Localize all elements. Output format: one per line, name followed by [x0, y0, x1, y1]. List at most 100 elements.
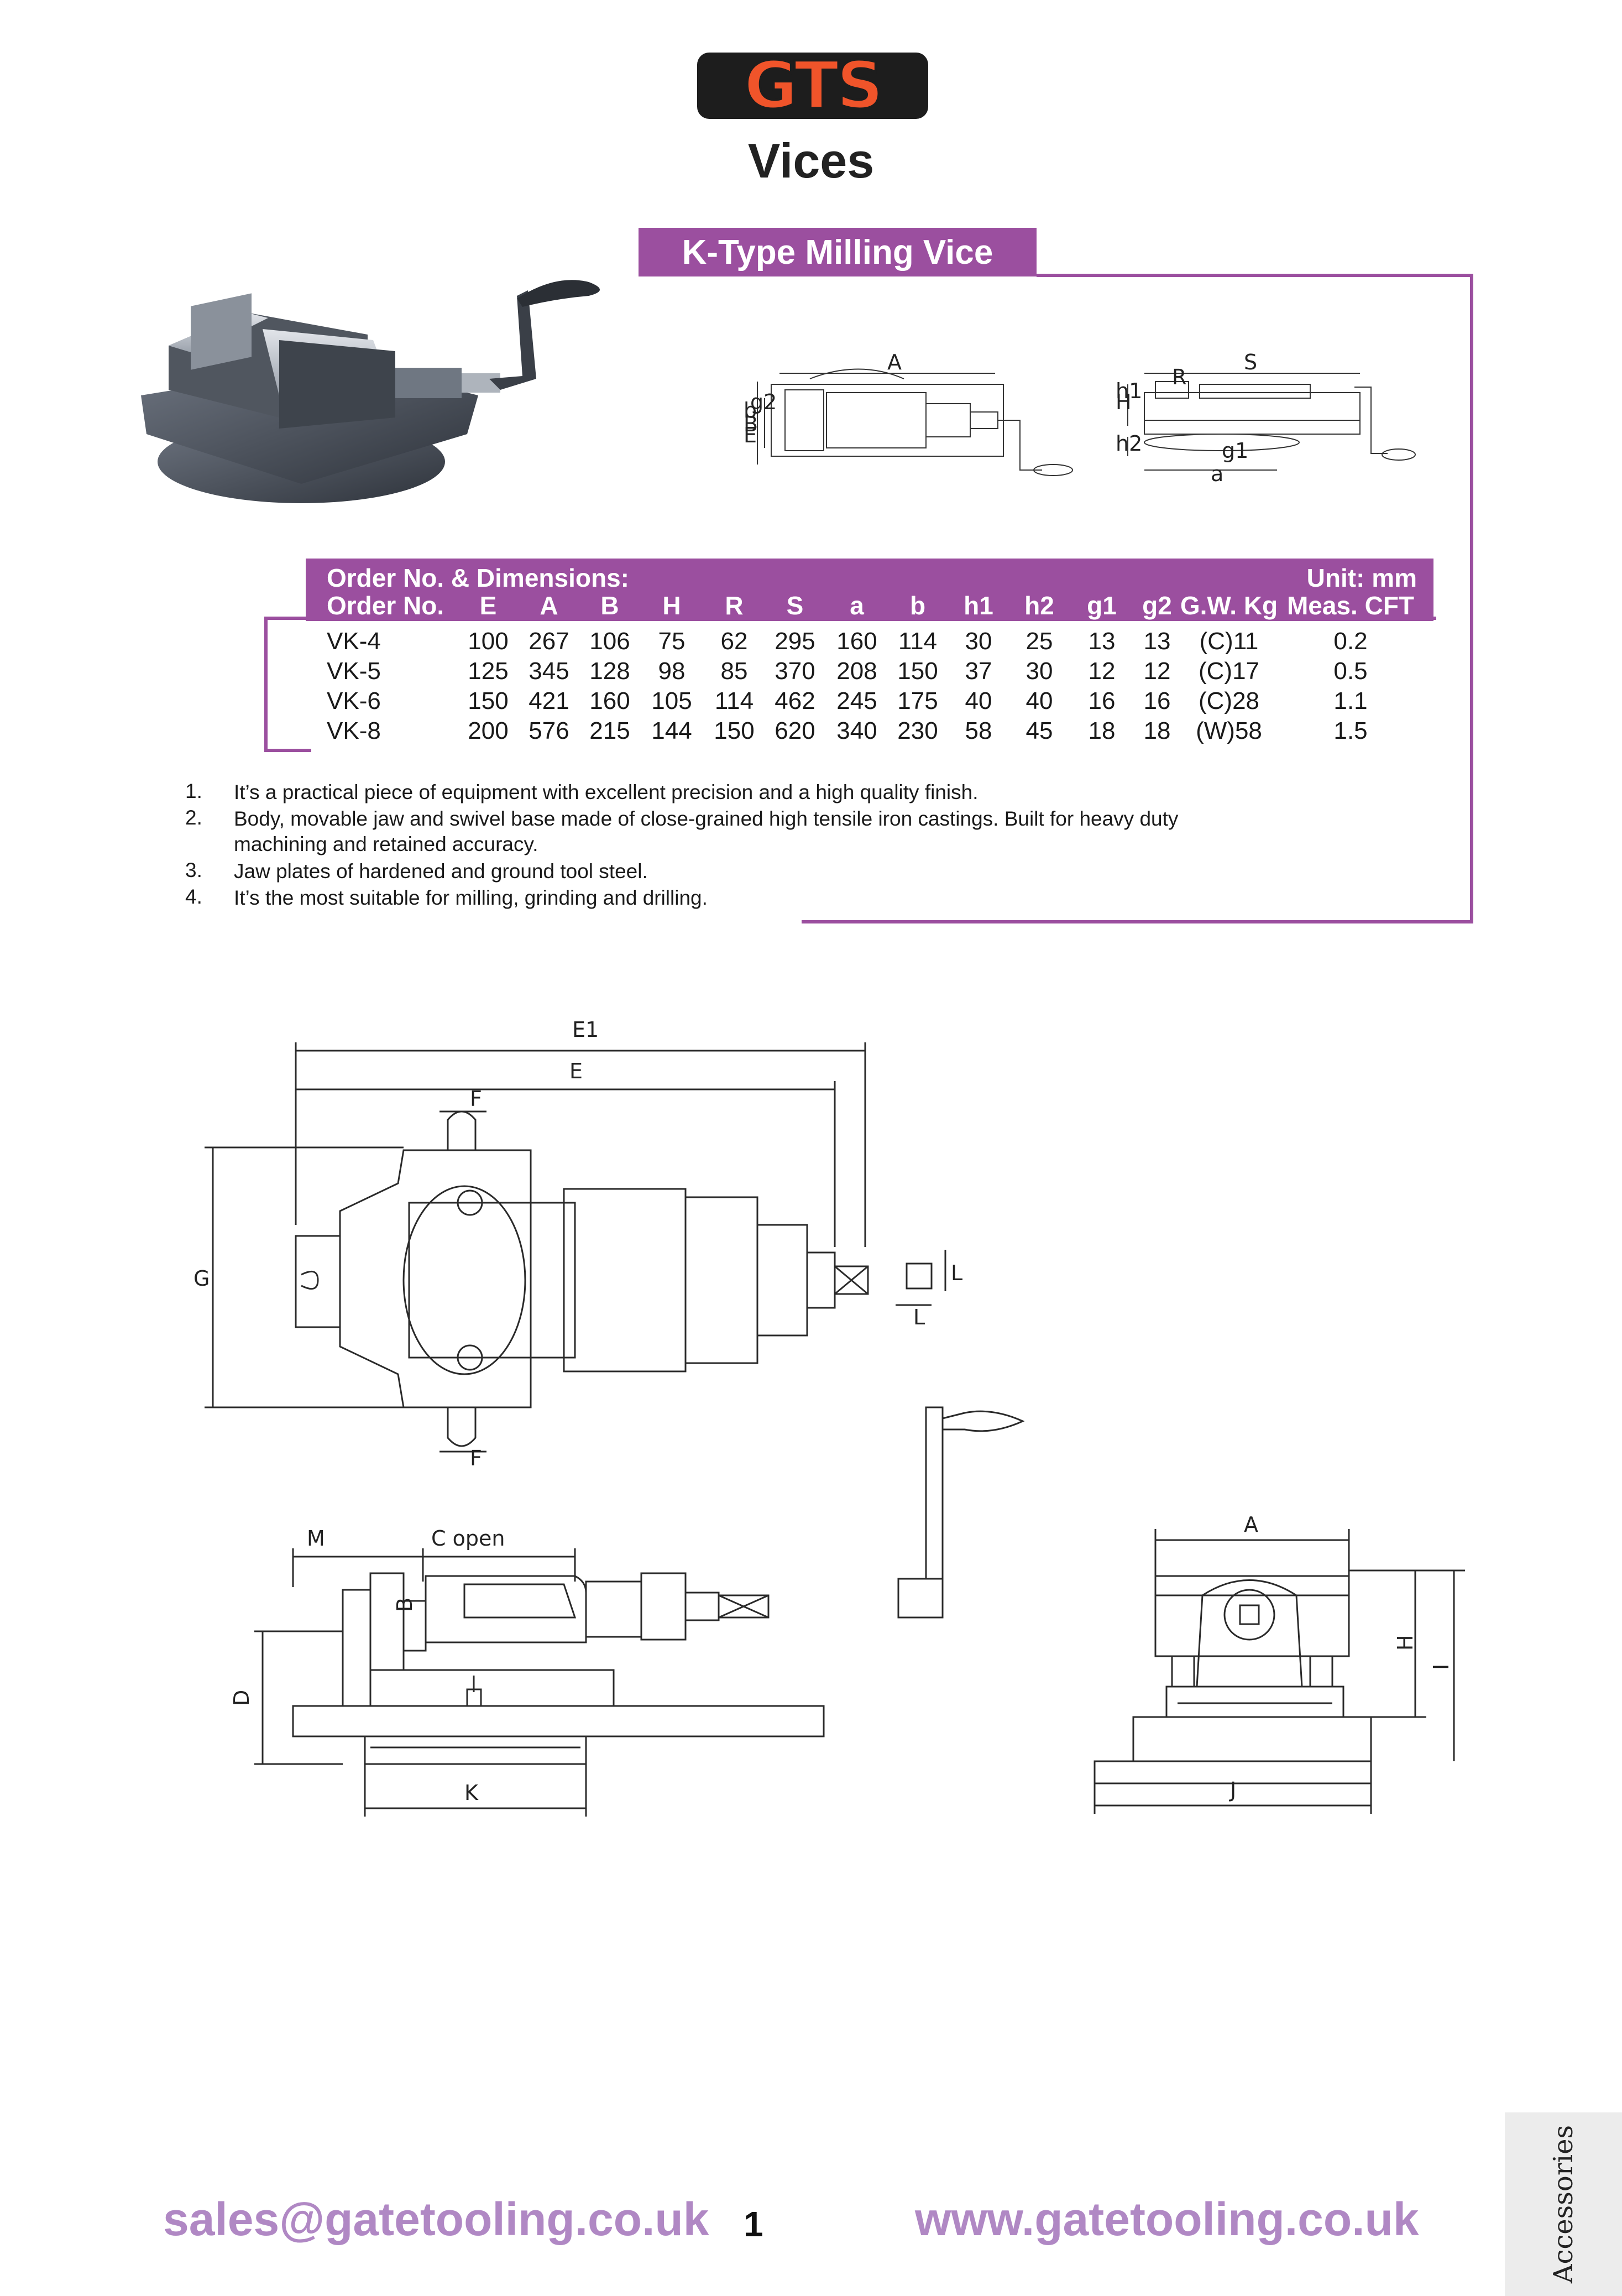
- svg-text:a: a: [1211, 462, 1223, 486]
- footer-website-link[interactable]: www.gatetooling.co.uk: [915, 2193, 1419, 2245]
- table-cell: 370: [775, 658, 815, 685]
- dim-label-k: K: [464, 1781, 479, 1805]
- table-cell: 62: [720, 628, 748, 655]
- table-cell: 1.5: [1333, 717, 1368, 744]
- frame-top-line: [1037, 274, 1473, 277]
- column-header: A: [540, 591, 558, 620]
- column-header: g2: [1142, 591, 1172, 620]
- svg-text:E: E: [744, 423, 757, 447]
- table-cell: 18: [1143, 717, 1171, 744]
- table-cell: 37: [965, 658, 992, 685]
- table-cell: 30: [965, 628, 992, 655]
- table-cell: 114: [898, 628, 938, 655]
- table-row: VK-6 150 421 160 105 114 462 245 175 40 …: [306, 687, 1433, 717]
- table-cell: 85: [720, 658, 748, 685]
- table-cell: 150: [468, 687, 509, 714]
- dim-label-f-bottom: F: [470, 1446, 482, 1470]
- column-header: Order No.: [327, 591, 444, 620]
- table-cell: 125: [468, 658, 509, 685]
- table-unit: Unit: mm: [1306, 563, 1417, 592]
- dim-label-e1: E1: [572, 1017, 599, 1042]
- table-cell: 208: [836, 658, 877, 685]
- dim-label-l-height: L: [951, 1261, 962, 1285]
- vice-plan-view-drawing: E1 E F F G L L: [193, 1017, 962, 1470]
- table-cell: 175: [897, 687, 938, 714]
- dim-label-d: D: [229, 1690, 254, 1706]
- column-header: R: [725, 591, 744, 620]
- note-text: Body, movable jaw and swivel base made o…: [234, 807, 1179, 855]
- table-cell: 100: [468, 628, 509, 655]
- table-cell: 160: [836, 628, 877, 655]
- table-cell: 576: [529, 717, 569, 744]
- dim-label-b: B: [393, 1598, 417, 1612]
- dim-label-j: J: [1229, 1778, 1236, 1802]
- dim-label-m: M: [307, 1526, 325, 1551]
- table-cell: 25: [1025, 628, 1053, 655]
- table-cell: 18: [1088, 717, 1116, 744]
- table-cell: 105: [651, 687, 692, 714]
- product-photo: [141, 280, 600, 503]
- footer-email-link[interactable]: sales@gatetooling.co.uk: [163, 2193, 709, 2245]
- note-number: 2.: [185, 806, 202, 829]
- svg-text:H: H: [1116, 390, 1132, 414]
- table-cell: 16: [1143, 687, 1171, 714]
- dim-label-g: G: [193, 1266, 210, 1291]
- svg-text:h1: h1: [1116, 379, 1142, 403]
- note-text: It’s a practical piece of equipment with…: [234, 781, 979, 803]
- note-number: 4.: [185, 885, 202, 908]
- svg-text:S: S: [1244, 350, 1257, 374]
- svg-text:g2: g2: [750, 390, 777, 414]
- column-header: a: [850, 591, 864, 620]
- table-cell: 128: [589, 658, 630, 685]
- table-cell: 295: [775, 628, 815, 655]
- dim-label-l-width: L: [913, 1305, 925, 1329]
- gts-logo: GTS: [697, 47, 928, 124]
- column-header: b: [909, 591, 926, 620]
- table-cell: 75: [658, 628, 686, 655]
- table-cell: 12: [1143, 658, 1171, 685]
- table-cell: 58: [965, 717, 992, 744]
- table-cell: 114: [714, 687, 754, 714]
- table-cell: VK-4: [327, 628, 381, 655]
- svg-text:R: R: [1172, 365, 1186, 389]
- dim-label-i: I: [1429, 1664, 1453, 1670]
- accessories-side-tab: Accessories: [1505, 2112, 1622, 2296]
- table-cell: 40: [1025, 687, 1053, 714]
- table-left-bracket: [264, 617, 268, 752]
- table-row: VK-8 200 576 215 144 150 620 340 230 58 …: [306, 717, 1433, 747]
- frame-right-line: [1470, 274, 1473, 923]
- table-cell: 40: [965, 687, 992, 714]
- table-cell: 13: [1088, 628, 1116, 655]
- column-header: Meas. CFT: [1286, 591, 1415, 620]
- table-cell: 160: [589, 687, 630, 714]
- column-header: h1: [964, 591, 993, 620]
- column-header: h2: [1024, 591, 1054, 620]
- note-text: Jaw plates of hardened and ground tool s…: [234, 860, 648, 883]
- table-cell: 150: [897, 658, 938, 685]
- dim-label-c-open: C open: [431, 1526, 505, 1551]
- vice-end-view-drawing: A H I J: [1093, 1512, 1465, 1814]
- table-cell: 345: [529, 658, 569, 685]
- note-number: 1.: [185, 780, 202, 802]
- dim-label-f-top: F: [470, 1087, 482, 1111]
- table-cell: 230: [897, 717, 938, 744]
- table-cell: 200: [468, 717, 509, 744]
- table-caption: Order No. & Dimensions:: [327, 563, 629, 592]
- column-header: G.W. Kg: [1180, 591, 1278, 620]
- table-cell: 13: [1143, 628, 1171, 655]
- table-cell: 30: [1025, 658, 1053, 685]
- svg-text:A: A: [887, 350, 902, 374]
- dimensions-table-header: Order No. & Dimensions: Unit: mm Order N…: [306, 559, 1433, 621]
- dim-label-a: A: [1244, 1512, 1258, 1537]
- dim-label-e: E: [569, 1059, 583, 1083]
- column-header: B: [600, 591, 619, 620]
- table-cell: 215: [589, 717, 630, 744]
- table-cell: 462: [775, 687, 815, 714]
- table-cell: 150: [714, 717, 755, 744]
- side-tab-label: Accessories: [1548, 2125, 1579, 2284]
- table-cell: 620: [775, 717, 815, 744]
- table-cell: 1.1: [1333, 687, 1368, 714]
- table-cell: 340: [836, 717, 877, 744]
- svg-text:g1: g1: [1222, 439, 1248, 463]
- table-bottom-rule: [264, 749, 311, 752]
